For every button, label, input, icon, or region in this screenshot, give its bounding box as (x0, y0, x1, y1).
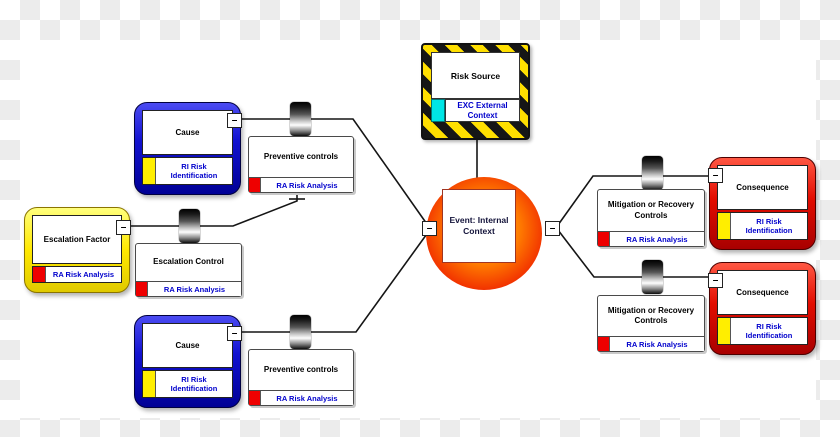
escalation-factor-badge: RA Risk Analysis (52, 270, 115, 279)
risk-analysis-marker (33, 267, 46, 282)
mitigation-badge: RA Risk Analysis (626, 234, 688, 244)
preventive-badge: RA Risk Analysis (276, 393, 338, 403)
barrier-icon[interactable] (179, 209, 200, 243)
node-escalation-factor[interactable]: Escalation Factor RA Risk Analysis – (24, 207, 131, 293)
risk-analysis-marker (249, 178, 261, 192)
consequence-title: Consequence (717, 270, 808, 315)
collapse-button[interactable]: – (422, 221, 437, 236)
node-event[interactable]: Event: Internal Context – – (422, 177, 560, 290)
risk-analysis-marker (598, 337, 610, 351)
risk-identification-marker (143, 371, 156, 397)
node-preventive-controls-top[interactable]: Preventive controls RA Risk Analysis (248, 136, 354, 193)
barrier-icon[interactable] (642, 156, 663, 190)
node-preventive-controls-bottom[interactable]: Preventive controls RA Risk Analysis (248, 349, 354, 406)
risk-analysis-marker (598, 232, 610, 246)
risk-analysis-marker (136, 282, 148, 296)
risk-source-badge: EXC External Context (445, 99, 520, 122)
risk-analysis-marker (249, 391, 261, 405)
preventive-title: Preventive controls (263, 364, 339, 374)
consequence-badge: RI Risk Identification (745, 217, 793, 235)
mitigation-title: Mitigation or Recovery Controls (607, 200, 695, 220)
risk-identification-marker (718, 213, 731, 239)
collapse-button[interactable]: – (227, 113, 242, 128)
cause-title: Cause (142, 110, 233, 155)
node-consequence-bottom[interactable]: Consequence RI Risk Identification – (708, 262, 816, 355)
consequence-title: Consequence (717, 165, 808, 210)
node-consequence-top[interactable]: Consequence RI Risk Identification – (708, 157, 816, 250)
cause-badge: RI Risk Identification (170, 162, 218, 180)
event-title: Event: Internal Context (442, 189, 516, 263)
node-risk-source[interactable]: Risk Source EXC External Context (421, 43, 530, 140)
consequence-badge: RI Risk Identification (745, 322, 793, 340)
escalation-control-badge: RA Risk Analysis (163, 284, 226, 294)
barrier-icon[interactable] (290, 102, 311, 136)
node-cause-bottom[interactable]: Cause RI Risk Identification – (134, 315, 242, 408)
preventive-badge: RA Risk Analysis (276, 180, 338, 190)
barrier-icon[interactable] (642, 260, 663, 294)
risk-source-title: Risk Source (431, 52, 520, 99)
barrier-icon[interactable] (290, 315, 311, 349)
node-mitigation-controls-bottom[interactable]: Mitigation or Recovery Controls RA Risk … (597, 295, 705, 352)
collapse-button[interactable]: – (708, 273, 723, 288)
node-escalation-control[interactable]: Escalation Control RA Risk Analysis (135, 243, 242, 297)
risk-identification-marker (143, 158, 156, 184)
cause-badge: RI Risk Identification (170, 375, 218, 393)
collapse-button[interactable]: – (227, 326, 242, 341)
mitigation-title: Mitigation or Recovery Controls (607, 305, 695, 325)
collapse-button[interactable]: – (116, 220, 131, 235)
collapse-button[interactable]: – (708, 168, 723, 183)
preventive-title: Preventive controls (263, 151, 339, 161)
mitigation-badge: RA Risk Analysis (626, 339, 688, 349)
collapse-button[interactable]: – (545, 221, 560, 236)
node-mitigation-controls-top[interactable]: Mitigation or Recovery Controls RA Risk … (597, 189, 705, 247)
cause-title: Cause (142, 323, 233, 368)
risk-identification-marker (718, 318, 731, 344)
external-context-marker (431, 99, 445, 122)
escalation-factor-title: Escalation Factor (32, 215, 122, 264)
escalation-control-title: Escalation Control (153, 257, 224, 267)
node-cause-top[interactable]: Cause RI Risk Identification – (134, 102, 242, 195)
